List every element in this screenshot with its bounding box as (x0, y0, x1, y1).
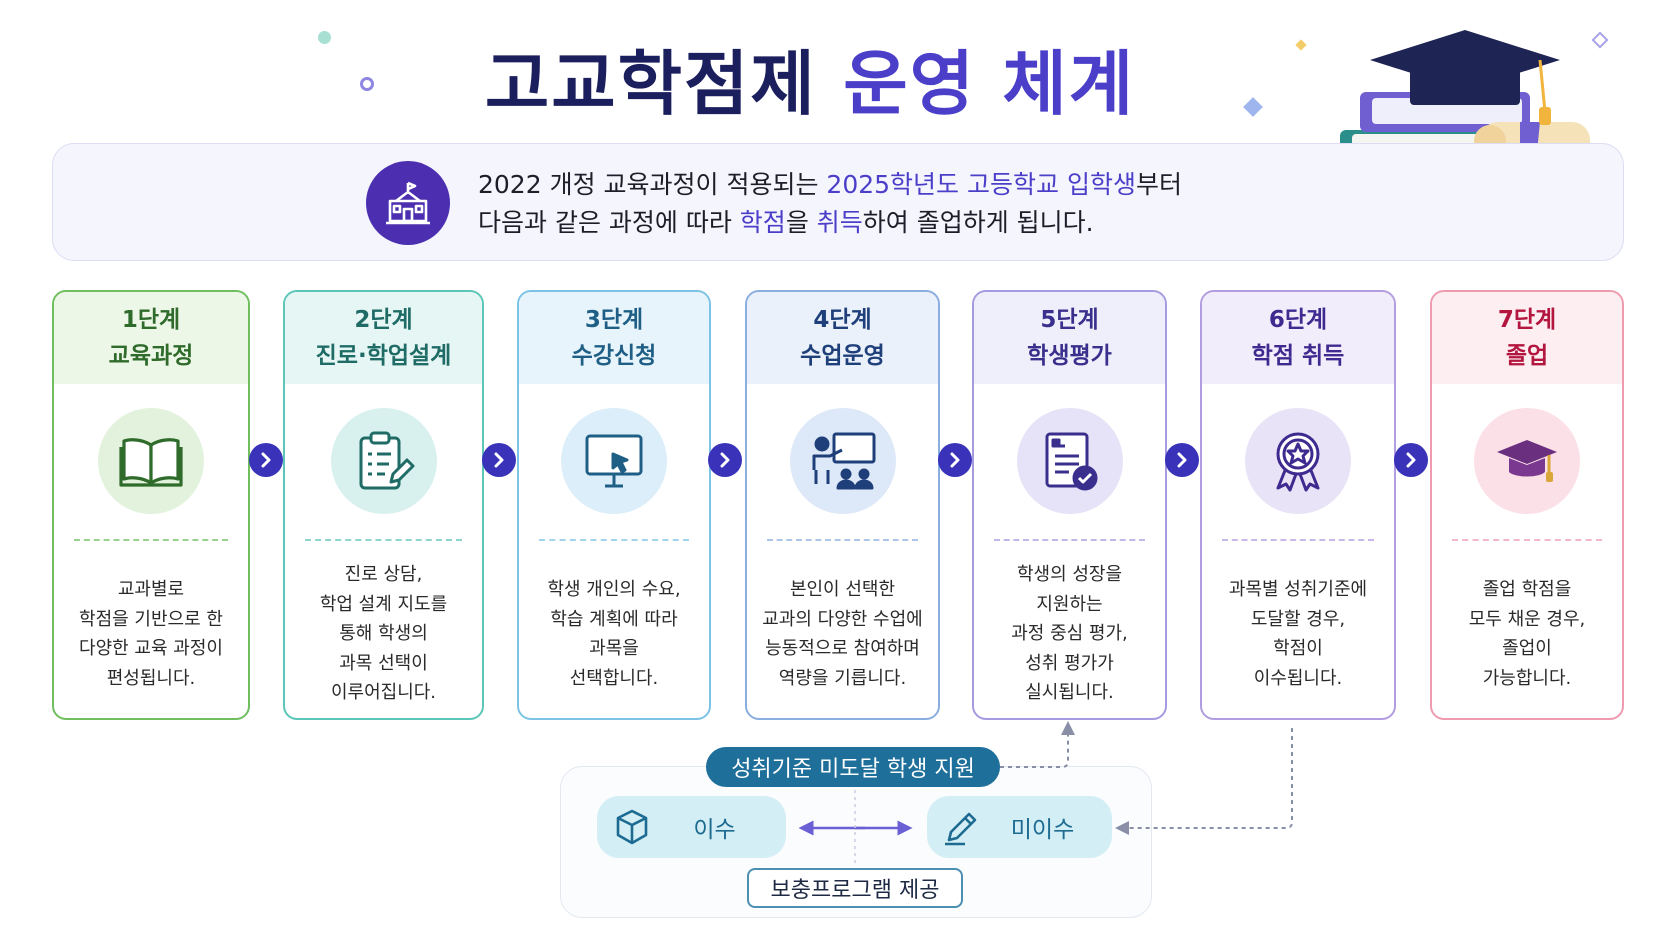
step-name: 진로·학업설계 (315, 343, 452, 369)
incomplete-chip: 미이수 (927, 796, 1112, 858)
step-header: 1단계 교육과정 (54, 292, 248, 384)
intro-highlight: 취득 (816, 208, 863, 237)
intro-highlight: 학점 (739, 208, 786, 237)
step-name: 수강신청 (571, 343, 657, 369)
step-divider (1222, 539, 1374, 541)
step-name: 학점 취득 (1251, 343, 1345, 369)
step-divider (305, 539, 462, 541)
open-book-icon (98, 408, 204, 514)
chevron-right-icon (708, 443, 742, 477)
step-description: 진로 상담, 학업 설계 지도를 통해 학생의 과목 선택이 이루어집니다. (319, 564, 448, 704)
step-description: 학생의 성장을 지원하는 과정 중심 평가, 성취 평가가 실시됩니다. (1011, 564, 1128, 704)
step-stage: 1단계 (121, 307, 181, 333)
step-stage: 7단계 (1497, 307, 1557, 333)
step-header: 5단계 학생평가 (974, 292, 1165, 384)
supplementary-program: 보충프로그램 제공 (747, 868, 963, 908)
step-header: 4단계 수업운영 (747, 292, 938, 384)
box-icon (609, 804, 655, 850)
step-card-2: 2단계 진로·학업설계 진로 상담, 학업 설계 지도를 통해 학생의 과목 선… (283, 290, 484, 720)
decor-ring (360, 77, 374, 91)
chevron-right-icon (1394, 443, 1428, 477)
step-divider (994, 539, 1145, 541)
step-divider (74, 539, 228, 541)
intro-text: 2022 개정 교육과정이 적용되는 2025학년도 고등학교 입학생부터 다음… (478, 170, 1182, 237)
clipboard-pencil-icon (330, 408, 437, 514)
complete-label: 이수 (693, 817, 736, 843)
step-card-7: 7단계 졸업 졸업 학점을 모두 채운 경우, 졸업이 가능합니다. (1430, 290, 1624, 720)
intro-highlight: 2025학년도 고등학교 입학생 (826, 170, 1136, 199)
step-card-5: 5단계 학생평가 학생의 성장을 지원하는 과정 중심 평가, 성취 평가가 실… (972, 290, 1167, 720)
step-stage: 3단계 (584, 307, 644, 333)
pencil-edit-icon (939, 804, 985, 850)
report-check-icon (1016, 408, 1123, 514)
decor-dot (318, 31, 331, 44)
step-divider (539, 539, 689, 541)
step-description: 교과별로 학점을 기반으로 한 다양한 교육 과정이 편성됩니다. (79, 579, 223, 689)
step-name: 졸업 (1505, 343, 1549, 369)
step-card-6: 6단계 학점 취득 과목별 성취기준에 도달할 경우, 학점이 이수됩니다. (1200, 290, 1396, 720)
chevron-right-icon (938, 443, 972, 477)
step-header: 2단계 진로·학업설계 (285, 292, 482, 384)
step-description: 과목별 성취기준에 도달할 경우, 학점이 이수됩니다. (1228, 579, 1368, 689)
graduation-cap-icon (1474, 408, 1580, 514)
step-description: 졸업 학점을 모두 채운 경우, 졸업이 가능합니다. (1468, 579, 1586, 689)
step-card-4: 4단계 수업운영 본인이 선택한 교과의 다양한 수업에 능동적으로 참여하며 … (745, 290, 940, 720)
step-divider (767, 539, 918, 541)
incomplete-label: 미이수 (1010, 817, 1075, 843)
step-stage: 6단계 (1268, 307, 1328, 333)
step-header: 7단계 졸업 (1432, 292, 1622, 384)
step-stage: 4단계 (813, 307, 872, 333)
school-icon (366, 161, 450, 245)
step-stage: 2단계 (354, 307, 413, 333)
support-title: 성취기준 미도달 학생 지원 (706, 747, 1000, 787)
intro-banner: 2022 개정 교육과정이 적용되는 2025학년도 고등학교 입학생부터 다음… (52, 143, 1624, 261)
complete-chip: 이수 (597, 796, 786, 858)
step-card-1: 1단계 교육과정 교과별로 학점을 기반으로 한 다양한 교육 과정이 편성됩니… (52, 290, 250, 720)
award-badge-icon (1245, 408, 1351, 514)
chevron-right-icon (1165, 443, 1199, 477)
step-description: 학생 개인의 수요, 학습 계획에 따라 과목을 선택합니다. (547, 579, 681, 689)
step-header: 6단계 학점 취득 (1202, 292, 1394, 384)
monitor-cursor-icon (561, 408, 667, 514)
step-name: 교육과정 (108, 343, 194, 369)
step-header: 3단계 수강신청 (519, 292, 709, 384)
chevron-right-icon (249, 443, 283, 477)
step-stage: 5단계 (1040, 307, 1099, 333)
page-title: 고교학점제 운영 체계 (0, 28, 1620, 129)
title-part-1: 고교학점제 (484, 43, 817, 125)
step-card-3: 3단계 수강신청 학생 개인의 수요, 학습 계획에 따라 과목을 선택합니다. (517, 290, 711, 720)
title-part-2: 운영 체계 (843, 43, 1136, 125)
step-divider (1452, 539, 1602, 541)
step-name: 학생평가 (1027, 343, 1112, 369)
teacher-class-icon (789, 408, 896, 514)
step-name: 수업운영 (800, 343, 885, 369)
chevron-right-icon (482, 443, 516, 477)
step-description: 본인이 선택한 교과의 다양한 수업에 능동적으로 참여하며 역량을 기릅니다. (762, 579, 923, 689)
